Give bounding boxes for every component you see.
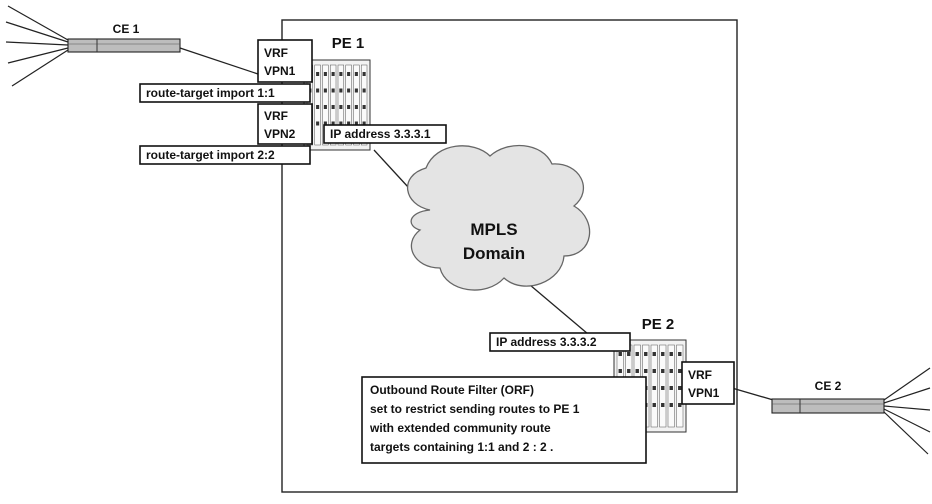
pe2-port (652, 386, 656, 390)
pe1-port (362, 121, 366, 126)
ce2-chassis (771, 398, 885, 414)
pe1-ip-label: IP address 3.3.3.1 (330, 127, 431, 141)
pe2-port (652, 352, 656, 356)
pe1-port (347, 72, 351, 76)
pe1-port (331, 121, 335, 126)
pe2-port (635, 369, 639, 373)
pe2-port (669, 403, 673, 407)
pe1-port (339, 121, 343, 126)
pe2-vpn1-label: VPN1 (688, 386, 720, 400)
pe1-vrf2-box: VRF VPN2 (257, 103, 313, 145)
pe2-port (652, 369, 656, 373)
mpls-cloud-line1: MPLS (470, 220, 517, 239)
pe2-ip-box: IP address 3.3.3.2 (489, 332, 631, 352)
ce2-router: CE 2 (771, 367, 931, 455)
ce2-label: CE 2 (815, 379, 842, 393)
ce2-fanout-lines (883, 367, 931, 455)
pe2-label: PE 2 (642, 316, 675, 333)
pe2-port (678, 369, 682, 373)
provider-network-boundary (281, 19, 738, 493)
pe1-port (354, 105, 358, 109)
pe1-import2-box: route-target import 2:2 (139, 145, 311, 165)
pe2-port (669, 352, 673, 356)
pe1-import1-box: route-target import 1:1 (139, 83, 311, 103)
ce1-chassis (67, 38, 181, 53)
pe1-port (347, 105, 351, 109)
pe1-port (331, 88, 335, 93)
pe1-label: PE 1 (332, 35, 365, 52)
pe2-port (678, 403, 682, 407)
orf-note-line-1: Outbound Route Filter (ORF) (370, 383, 534, 397)
pe1-port (316, 72, 320, 76)
pe1-port (323, 88, 327, 93)
pe1-port (354, 88, 358, 93)
orf-note-line-2: set to restrict sending routes to PE 1 (370, 402, 580, 416)
pe2-port (669, 369, 673, 373)
pe2-port (618, 352, 622, 356)
pe1-port (323, 121, 327, 126)
pe1-port (362, 72, 366, 76)
pe1-port (323, 105, 327, 109)
pe2-port (627, 369, 631, 373)
pe2-port (618, 369, 622, 373)
pe2-port (661, 403, 665, 407)
pe1-port (347, 121, 351, 126)
pe2-port (644, 352, 648, 356)
mpls-cloud-shape (407, 144, 591, 291)
pe1-ip-box: IP address 3.3.3.1 (323, 124, 447, 144)
orf-note-box: Outbound Route Filter (ORF) set to restr… (361, 376, 647, 464)
pe2-vrf-label: VRF (688, 368, 712, 382)
pe1-port (354, 121, 358, 126)
ce1-fanout-lines (5, 5, 69, 87)
pe2-port (652, 403, 656, 407)
mpls-cloud-line2: Domain (463, 244, 525, 263)
pe1-import2-label: route-target import 2:2 (146, 148, 275, 162)
pe2-port (678, 386, 682, 390)
orf-note-line-3: with extended community route (369, 421, 551, 435)
orf-note-line-4: targets containing 1:1 and 2 : 2 . (370, 440, 553, 454)
pe1-port (331, 72, 335, 76)
ce1-router: CE 1 (5, 5, 181, 87)
pe2-port (661, 386, 665, 390)
pe2-port (669, 386, 673, 390)
ce1-pe1-link (179, 47, 259, 75)
pe1-port (316, 88, 320, 93)
pe1-port (339, 105, 343, 109)
ce1-label: CE 1 (113, 22, 140, 36)
pe2-ip-label: IP address 3.3.3.2 (496, 335, 597, 349)
pe1-port (339, 88, 343, 93)
pe1-port (316, 121, 320, 126)
pe1-vrf1-box: VRF VPN1 (257, 39, 313, 83)
pe2-port (661, 352, 665, 356)
pe2-port (661, 369, 665, 373)
pe2-port (678, 352, 682, 356)
pe1-port (362, 88, 366, 93)
pe2-port (627, 352, 631, 356)
pe1-port (316, 105, 320, 109)
pe1-vpn1-label: VPN1 (264, 64, 296, 78)
pe1-port (347, 88, 351, 93)
mpls-cloud: MPLS Domain (407, 144, 591, 291)
pe1-port (331, 105, 335, 109)
pe2-port (635, 352, 639, 356)
cloud-pe2-link (529, 284, 589, 335)
pe2-port (644, 369, 648, 373)
pe1-port (323, 72, 327, 76)
pe1-port (362, 105, 366, 109)
pe2-vrf-box: VRF VPN1 (681, 361, 735, 405)
pe1-vrf2-label: VRF (264, 109, 288, 123)
pe1-vpn2-label: VPN2 (264, 127, 296, 141)
pe1-port (354, 72, 358, 76)
pe1-port (339, 72, 343, 76)
pe1-import1-label: route-target import 1:1 (146, 86, 275, 100)
pe1-vrf1-label: VRF (264, 46, 288, 60)
